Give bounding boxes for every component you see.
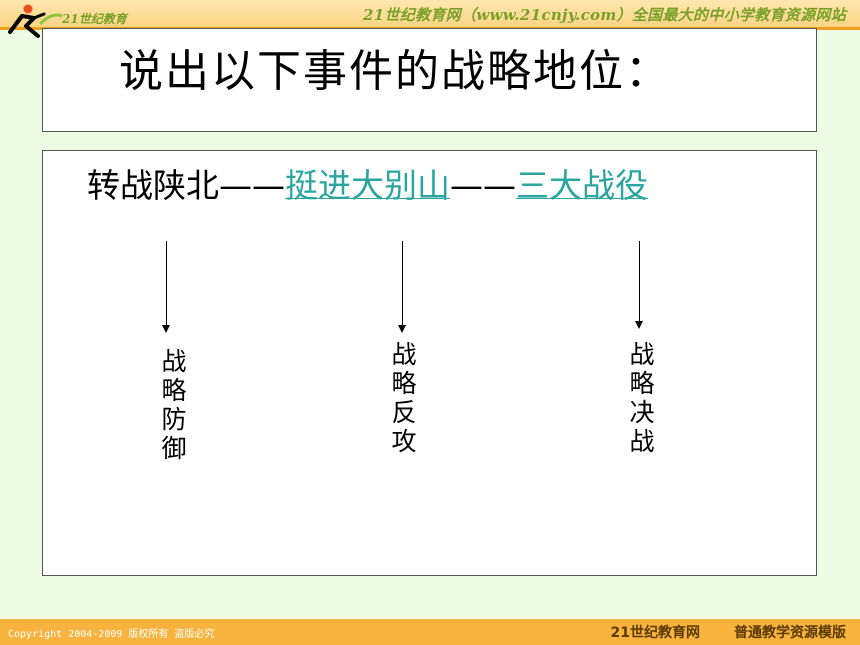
site-banner: 21世纪教育网（www.21cnjy.com）全国最大的中小学教育资源网站: [363, 6, 846, 24]
role-label-defense: 战略防御: [161, 347, 187, 463]
copyright-text: Copyright 2004-2009 版权所有 盗版必究: [8, 629, 215, 640]
title-box: 说出以下事件的战略地位：: [42, 28, 817, 132]
role-label-counteroffensive: 战略反攻: [391, 340, 417, 456]
event-first: 转战陕北: [87, 166, 219, 205]
footer-tagline: 普通教学资源模版: [734, 625, 846, 641]
event-dash-2: ——: [450, 166, 516, 205]
content-box: 转战陕北——挺进大别山——三大战役 战略防御 战略反攻 战略决战: [42, 150, 817, 576]
footer-brand-area: 21世纪教育网 普通教学资源模版: [611, 622, 846, 642]
runner-logo-icon: [8, 4, 63, 38]
logo-text: 21世纪教育: [62, 12, 127, 26]
down-arrow-icon: [398, 241, 408, 333]
footer-brand: 21世纪教育网: [610, 625, 700, 641]
event-link-dabieshan[interactable]: 挺进大别山: [285, 166, 450, 205]
event-link-three-campaigns[interactable]: 三大战役: [516, 166, 648, 205]
event-dash-1: ——: [219, 166, 285, 205]
down-arrow-icon: [162, 241, 172, 333]
site-logo[interactable]: 21世纪教育: [4, 2, 154, 42]
page-title: 说出以下事件的战略地位：: [119, 46, 671, 97]
down-arrow-icon: [635, 241, 645, 329]
event-sequence: 转战陕北——挺进大别山——三大战役: [87, 159, 648, 207]
header-bar: [0, 0, 860, 27]
role-label-decisive: 战略决战: [629, 340, 655, 456]
footer-bar: Copyright 2004-2009 版权所有 盗版必究 21世纪教育网 普通教…: [0, 619, 860, 645]
